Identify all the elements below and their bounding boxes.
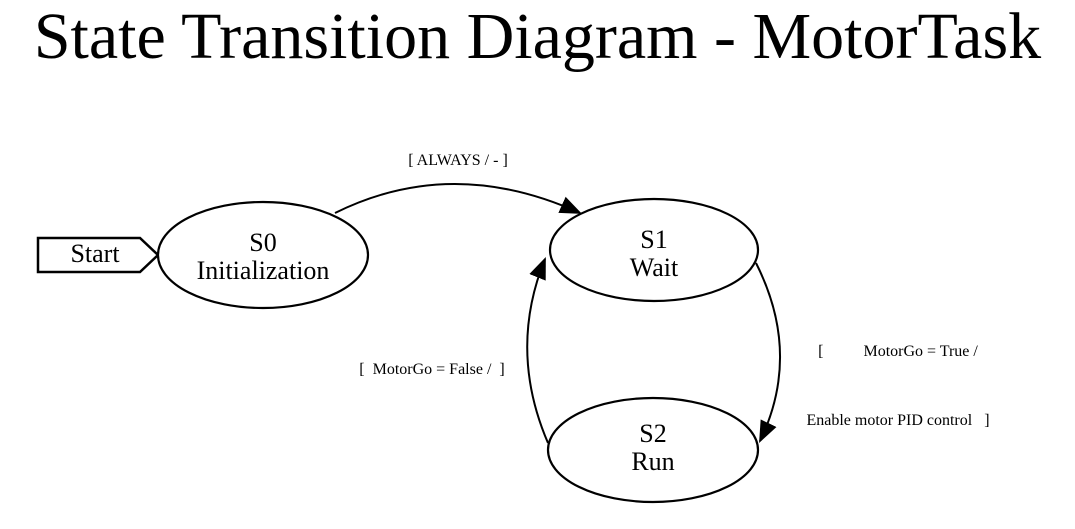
- state-s2-ellipse: [546, 396, 760, 504]
- state-s0-id: S0: [249, 228, 277, 257]
- state-s2-label: S2 Run: [553, 420, 753, 476]
- transition-always-label: [ ALWAYS / - ]: [408, 152, 508, 169]
- state-s2-id: S2: [639, 419, 667, 448]
- start-label: Start: [70, 239, 120, 268]
- state-s2-name: Run: [631, 447, 675, 476]
- transition-motorgo-true-label: [ MotorGo = True / Enable motor PID cont…: [798, 294, 998, 478]
- transition-motorgo-true-label-line1: [ MotorGo = True /: [818, 343, 978, 360]
- state-s0-label: S0 Initialization: [163, 229, 363, 285]
- state-s0-ellipse: [156, 200, 370, 310]
- transition-s2-to-s1-arrow: [526, 256, 549, 444]
- transition-motorgo-false-label: [ MotorGo = False / ]: [359, 361, 505, 378]
- transition-s1-to-s2-arrow: [755, 262, 781, 443]
- state-s1-name: Wait: [629, 253, 679, 282]
- transition-motorgo-true-label-line2: Enable motor PID control ]: [806, 412, 990, 429]
- state-s1-id: S1: [640, 225, 668, 254]
- transition-s0-to-s1-arrow: [334, 183, 583, 214]
- diagram-title: State Transition Diagram - MotorTask: [33, 0, 1042, 73]
- state-s1-label: S1 Wait: [554, 226, 754, 282]
- state-s1-ellipse: [548, 197, 760, 303]
- state-s0-name: Initialization: [196, 256, 330, 285]
- start-terminator-shape: [36, 236, 160, 274]
